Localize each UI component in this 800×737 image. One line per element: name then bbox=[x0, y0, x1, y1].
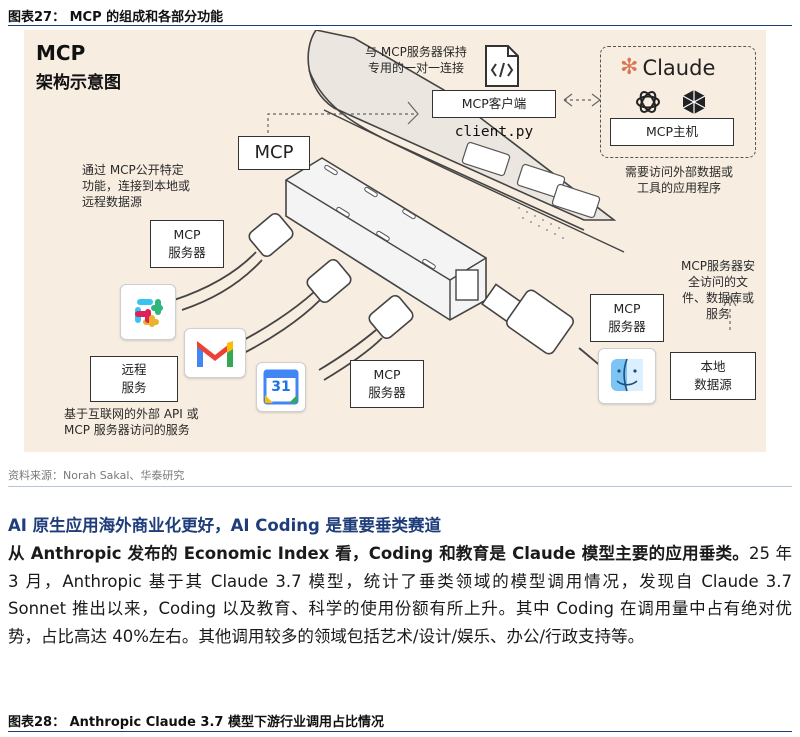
section-body: 从 Anthropic 发布的 Economic Index 看，Coding … bbox=[8, 540, 792, 650]
google-calendar-icon bbox=[263, 369, 299, 405]
claude-sunburst-icon: ✻ bbox=[620, 55, 639, 80]
host-note: 需要访问外部数据或 工具的应用程序 bbox=[624, 165, 733, 195]
mcp-architecture-diagram: MCP 架构示意图 与 MCP服务器保持 专用的一对一连接 MCP客户端 cli… bbox=[24, 30, 766, 452]
gmail-icon bbox=[197, 341, 233, 367]
mcp-client-box: MCP客户端 bbox=[432, 90, 556, 118]
openai-icon bbox=[634, 88, 662, 120]
section-lead: 从 Anthropic 发布的 Economic Index 看，Coding … bbox=[8, 544, 750, 563]
mcp-host-group bbox=[600, 46, 756, 158]
diagram-heading: MCP bbox=[36, 41, 86, 65]
laptop-and-hub-illustration bbox=[173, 30, 737, 381]
mcp-host-box: MCP主机 bbox=[610, 118, 734, 146]
gmail-tile bbox=[184, 328, 246, 378]
local-data-source-box: 本地 数据源 bbox=[670, 352, 756, 400]
mcp-hub-box: MCP bbox=[238, 136, 310, 170]
figure-27-source: 资料来源：Norah Sakal、华泰研究 bbox=[8, 469, 185, 482]
local-access-note: MCP服务器安 全访问的文 件、数据库或 服务 bbox=[681, 259, 755, 321]
finder-tile bbox=[598, 348, 656, 404]
finder-icon bbox=[611, 358, 643, 392]
mcp-server-top-box: MCP 服务器 bbox=[150, 220, 224, 268]
calendar-day: 31 bbox=[271, 379, 291, 395]
google-calendar-tile: 31 bbox=[256, 362, 306, 412]
mcp-server-bottom-box: MCP 服务器 bbox=[350, 360, 424, 408]
client-file-label: client.py bbox=[454, 124, 534, 140]
source-rule bbox=[8, 486, 792, 487]
figure-27-title: 图表27： MCP 的组成和各部分功能 bbox=[8, 10, 224, 25]
slack-tile bbox=[120, 284, 176, 340]
section-paragraph: 25 年 3 月，Anthropic 基于其 Claude 3.7 模型，统计了… bbox=[8, 544, 792, 646]
remote-service-box: 远程 服务 bbox=[90, 356, 178, 402]
feature-note: 通过 MCP公开特定 功能，连接到本地或 远程数据源 bbox=[82, 163, 191, 209]
perplexity-icon bbox=[680, 88, 708, 120]
remote-note: 基于互联网的外部 API 或 MCP 服务器访问的服务 bbox=[64, 407, 199, 437]
figure-28-rule bbox=[8, 731, 792, 732]
slack-icon bbox=[135, 299, 163, 327]
figure-27-rule bbox=[8, 25, 792, 26]
diagram-subheading: 架构示意图 bbox=[36, 73, 121, 93]
keep-connection-note: 与 MCP服务器保持 专用的一对一连接 bbox=[365, 45, 467, 75]
section-heading: AI 原生应用海外商业化更好，AI Coding 是重要垂类赛道 bbox=[8, 516, 442, 535]
figure-28-title: 图表28： Anthropic Claude 3.7 模型下游行业调用占比情况 bbox=[8, 715, 384, 730]
mcp-server-right-box: MCP 服务器 bbox=[590, 294, 664, 342]
claude-logo: ✻ Claude bbox=[620, 55, 716, 81]
code-file-icon bbox=[484, 44, 520, 92]
